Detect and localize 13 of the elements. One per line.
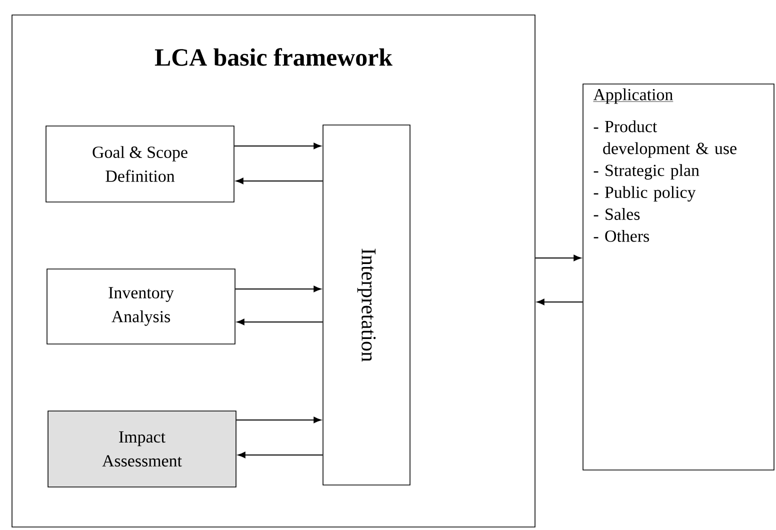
arrow bbox=[234, 142, 322, 150]
process-box: Goal & Scope Definition bbox=[46, 126, 234, 202]
arrow bbox=[238, 452, 324, 458]
interpretation-box: Interpretation bbox=[322, 124, 410, 486]
arrow bbox=[234, 286, 322, 292]
application-box: Application - Product development & use - Strategic plan - Public policy - Sales - Others bbox=[582, 84, 774, 470]
process-box: Inventory Analysis bbox=[46, 268, 236, 344]
arrow bbox=[236, 318, 324, 326]
arrow bbox=[236, 416, 322, 424]
process-box: Impact Assessment bbox=[48, 410, 236, 488]
arrow bbox=[236, 178, 324, 184]
arrow bbox=[534, 254, 582, 262]
arrow bbox=[536, 298, 584, 306]
